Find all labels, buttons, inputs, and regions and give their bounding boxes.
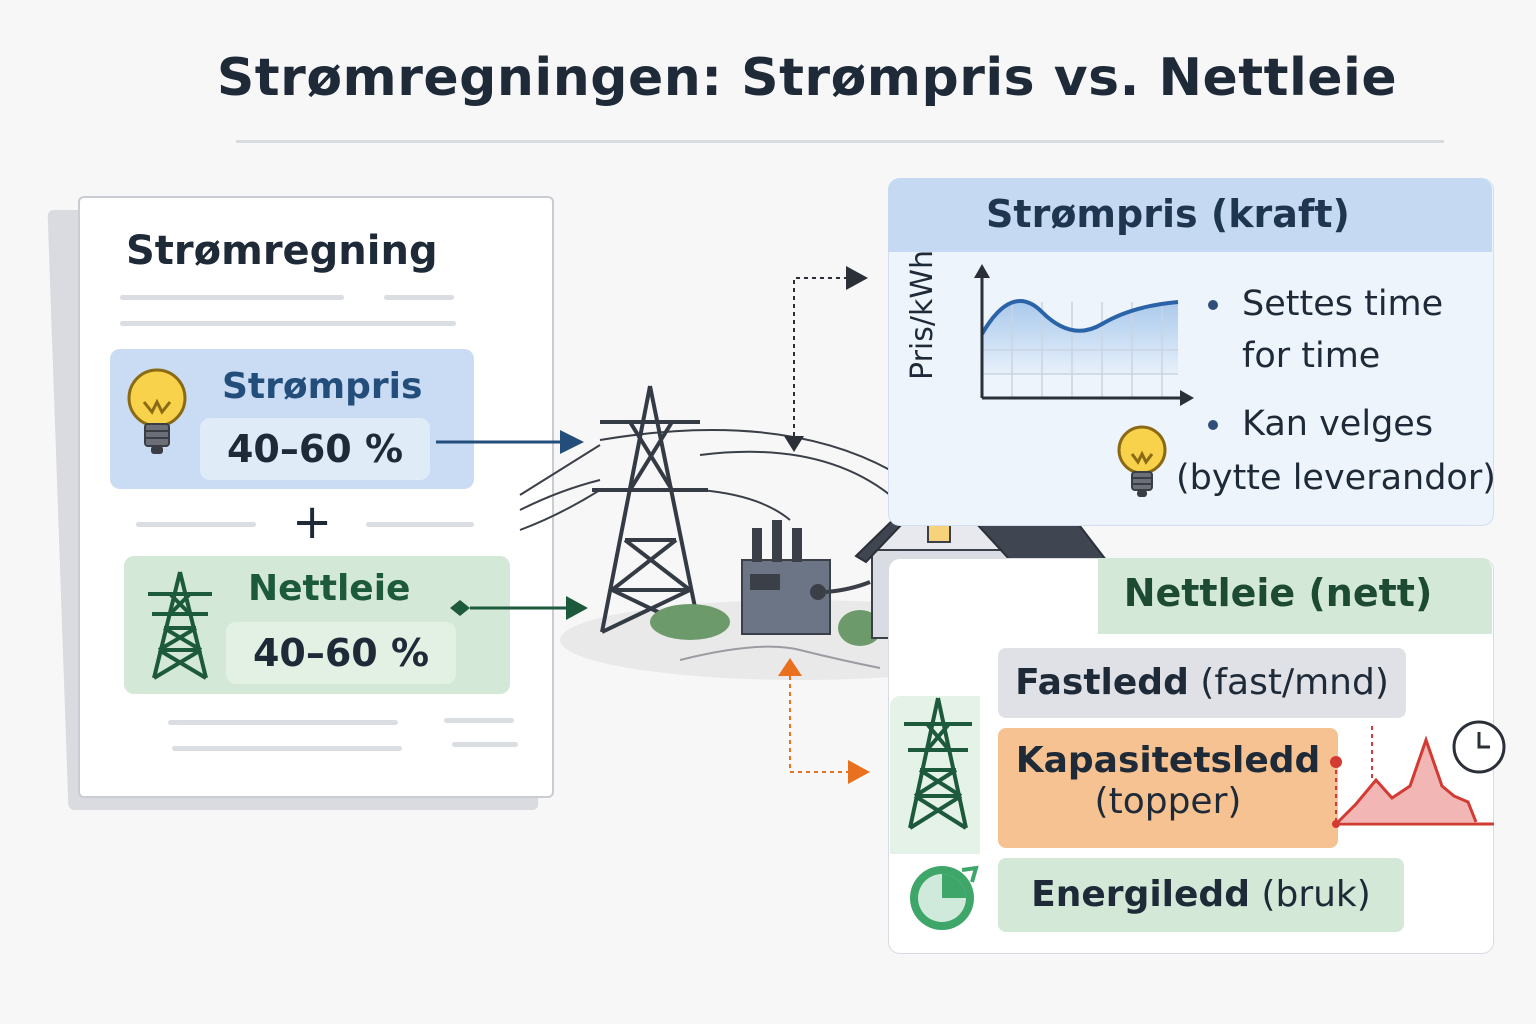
bullet-selectable-cont: (bytte leverandor) xyxy=(1176,458,1496,498)
nettleie-panel-title: Nettleie (nett) xyxy=(1123,571,1433,615)
strompris-panel-header xyxy=(888,178,1492,252)
power-tower-icon xyxy=(904,697,972,830)
bill-nettleie-percent: 40–60 % xyxy=(226,622,456,684)
nettleie-panel-header xyxy=(1098,558,1492,634)
energiledd-label: Energiledd xyxy=(1031,874,1250,915)
transformer xyxy=(741,520,871,635)
arrow-strompris xyxy=(436,430,584,454)
bill-text-line xyxy=(172,746,402,751)
pie-gauge-icon xyxy=(910,865,979,930)
bill-strompris-label: Strømpris xyxy=(222,366,423,407)
bill-text-line xyxy=(452,742,518,747)
dotted-arrow-to-strompris-panel xyxy=(784,266,868,452)
bill-text-line xyxy=(366,522,474,527)
bill-title: Strømregning xyxy=(126,228,438,274)
energiledd-desc: (bruk) xyxy=(1261,874,1371,915)
bill-text-line xyxy=(384,295,454,300)
bullet-selectable: Kan velges xyxy=(1208,398,1433,450)
page-title: Strømregningen: Strømpris vs. Nettleie xyxy=(216,48,1398,108)
fastledd-label: Fastledd xyxy=(1015,662,1189,703)
kapasitetsledd-row: Kapasitetsledd (topper) xyxy=(998,728,1338,848)
dotted-arrow-to-kapasitet xyxy=(778,658,870,784)
bill-nettleie-label: Nettleie xyxy=(248,568,411,609)
light-bulb-icon xyxy=(1117,425,1167,497)
light-bulb-icon xyxy=(127,368,187,454)
power-tower-icon xyxy=(148,571,212,680)
power-tower xyxy=(592,385,708,634)
energiledd-row: Energiledd (bruk) xyxy=(998,858,1404,932)
plus-sign: + xyxy=(292,494,333,550)
price-curve-chart xyxy=(974,264,1194,406)
fastledd-desc: (fast/mnd) xyxy=(1200,662,1389,703)
peak-load-chart xyxy=(1330,726,1494,828)
bill-text-line xyxy=(444,718,514,723)
clock-icon xyxy=(1452,720,1506,774)
bullet-hourly: Settes time xyxy=(1208,278,1443,330)
kapasitetsledd-desc: (topper) xyxy=(1094,781,1242,822)
title-divider xyxy=(236,140,1444,143)
arrow-nettleie xyxy=(450,596,588,620)
bill-text-line xyxy=(120,321,456,326)
bill-strompris-percent: 40–60 % xyxy=(200,418,430,480)
bill-text-line xyxy=(136,522,256,527)
fastledd-row: Fastledd (fast/mnd) xyxy=(998,648,1406,718)
bullet-hourly-cont: for time xyxy=(1242,336,1381,376)
bill-text-line xyxy=(120,295,344,300)
price-axis-label: Pris/kWh xyxy=(905,249,940,380)
strompris-panel-title: Strømpris (kraft) xyxy=(986,192,1350,236)
bill-text-line xyxy=(168,720,398,725)
kapasitetsledd-label: Kapasitetsledd xyxy=(1015,740,1321,781)
